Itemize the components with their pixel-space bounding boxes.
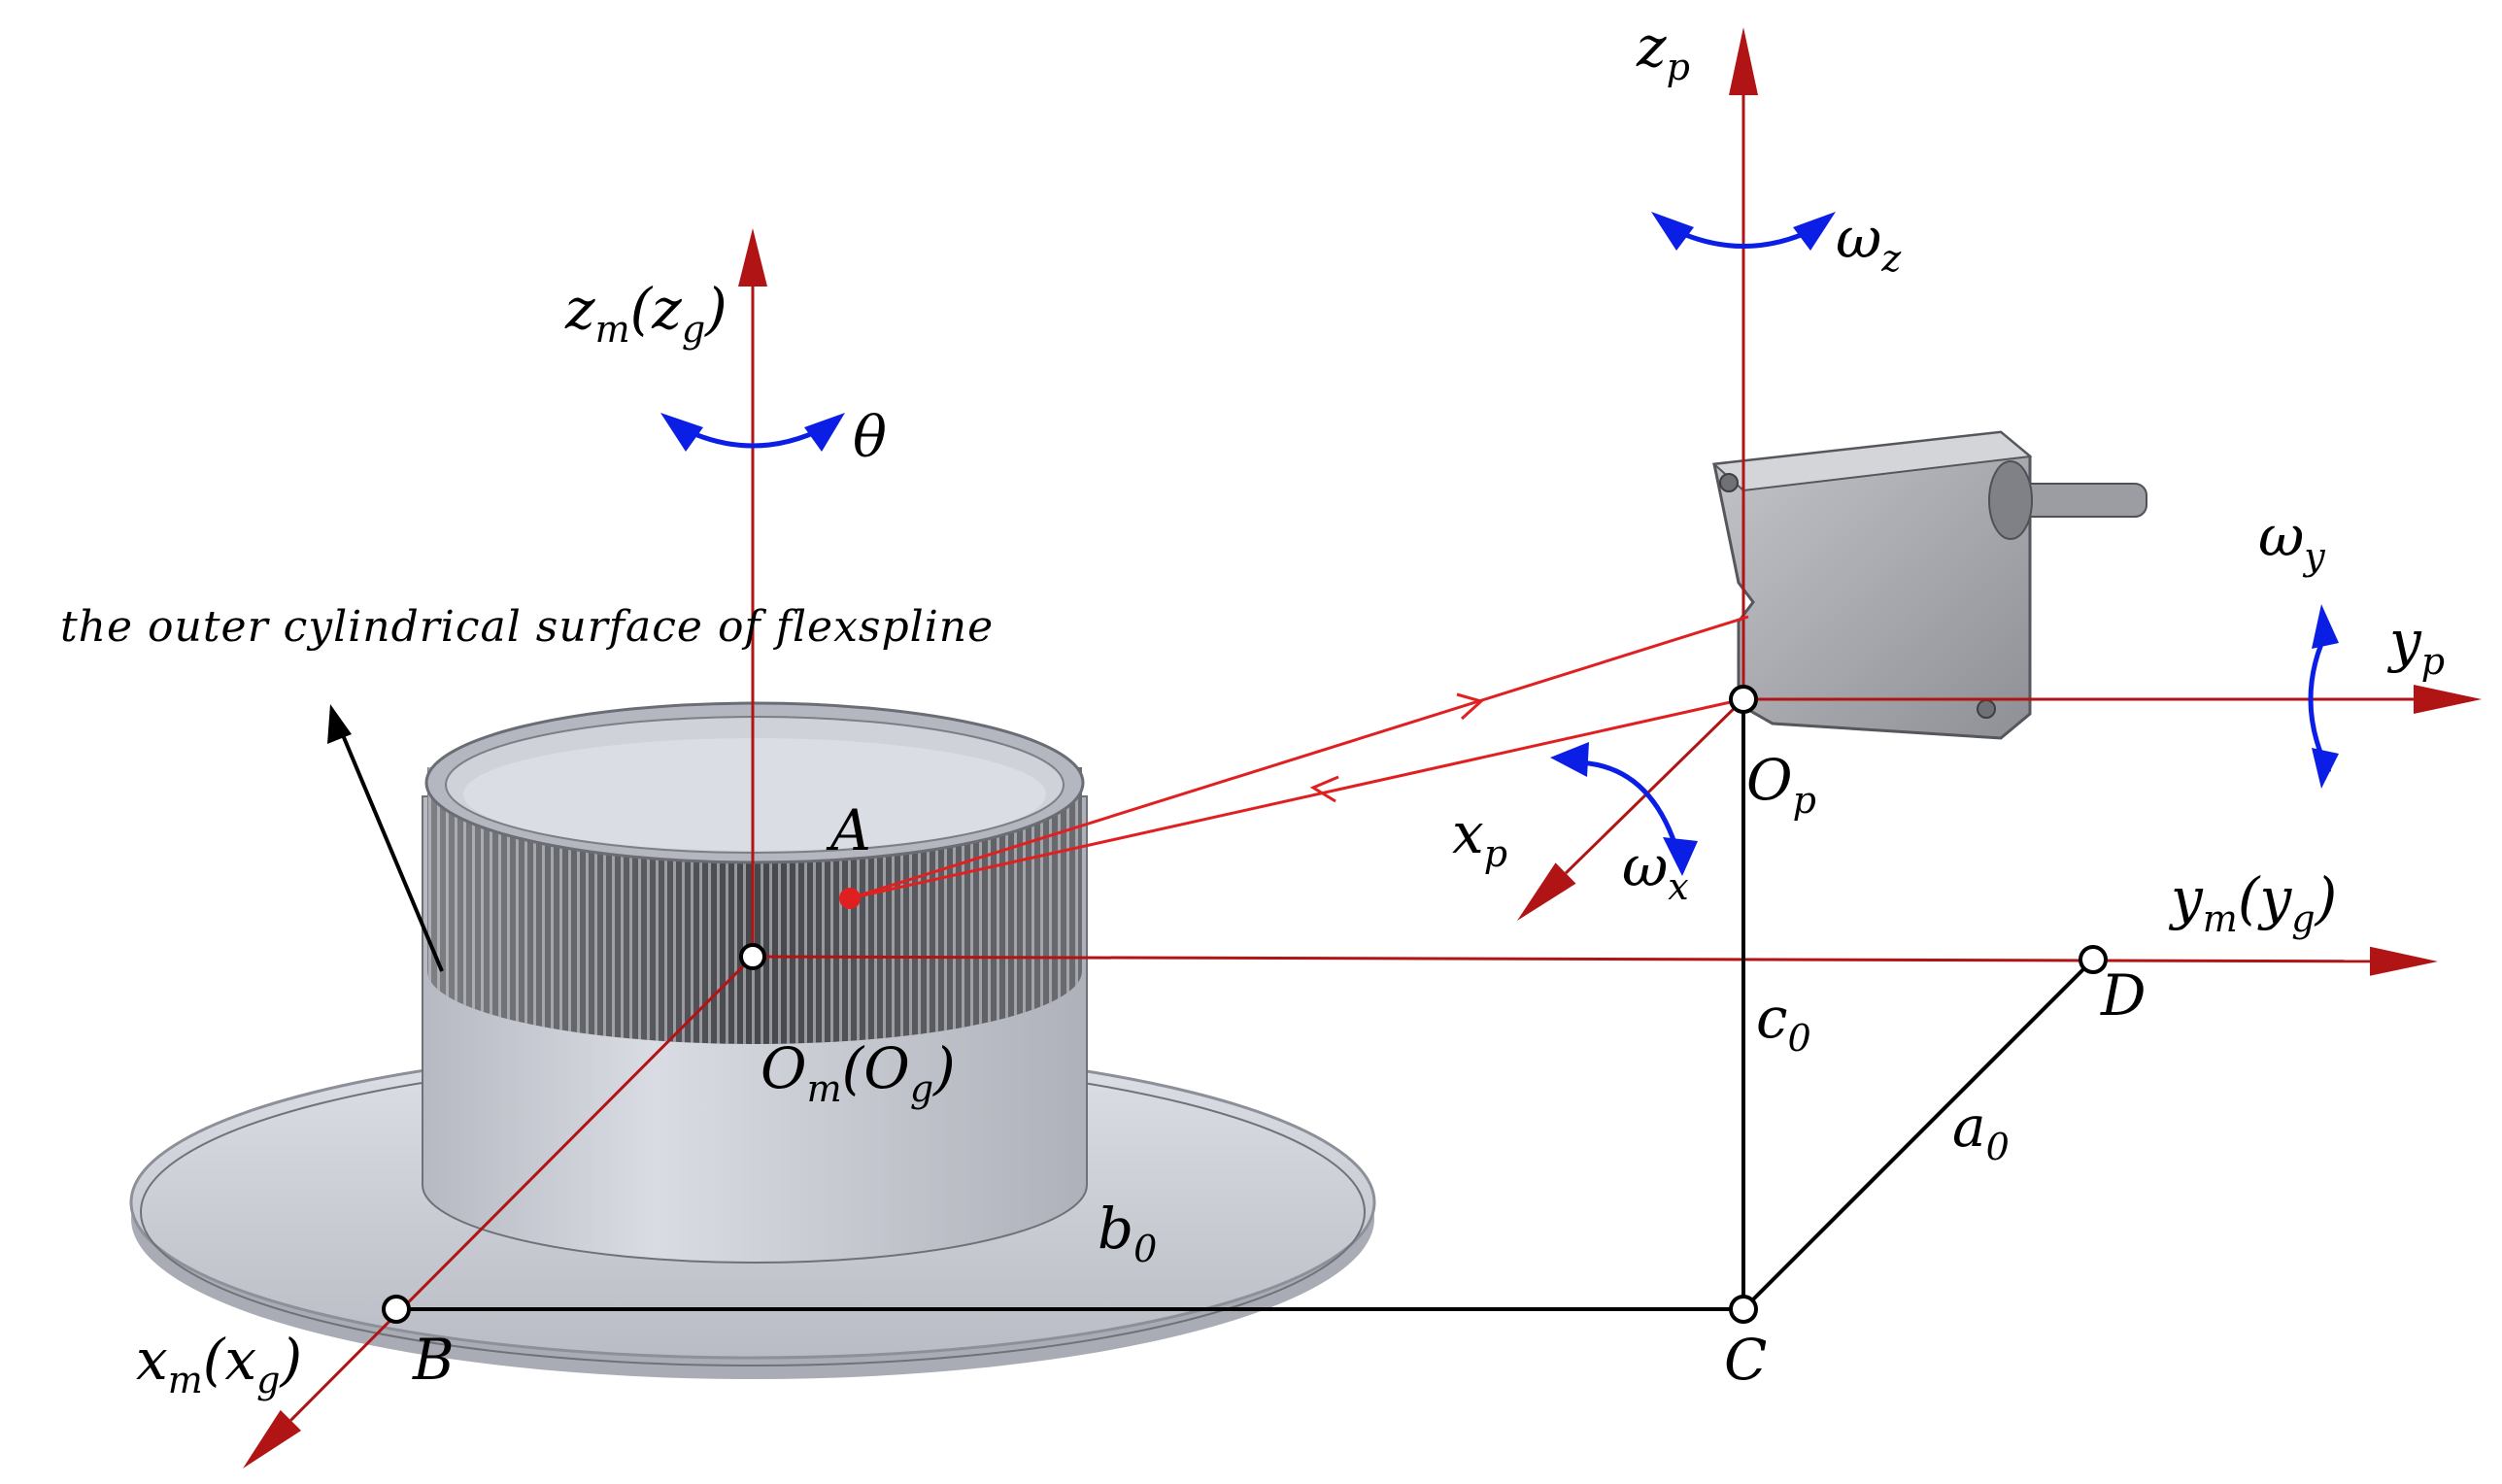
axis-xm-head [243, 1409, 302, 1468]
label-xm-xg: xm(xg) [136, 1327, 302, 1401]
axis-xm [243, 955, 755, 1468]
axis-xm-shaft [289, 955, 755, 1422]
rotation-theta-head-2 [804, 413, 845, 452]
dimension-layer [382, 685, 2108, 1324]
annotation-group: the outer cylindrical surface of flexspl… [60, 602, 994, 972]
rotation-omega-x [1550, 742, 1698, 876]
annotation-text: the outer cylindrical surface of flexspl… [60, 602, 994, 652]
rotation-omega-y [2308, 604, 2339, 789]
label-dim-a0: a0 [1952, 1094, 2010, 1168]
laser-beam-emitted [849, 615, 1749, 900]
rotation-omega-x-arc [1572, 759, 1681, 856]
laser-beam-reflected [849, 697, 1744, 900]
label-omega-y: ωy [2258, 503, 2325, 578]
axis-zm-head [738, 228, 767, 287]
sensor-screw-bottom [1977, 699, 1996, 719]
label-dim-c0: c0 [1756, 985, 1811, 1060]
rotation-omega-z [1651, 212, 1836, 251]
laser-sensor [1711, 430, 2147, 740]
label-point-b: B [412, 1327, 455, 1393]
dimension-a0-line [1741, 958, 2095, 1311]
rotation-omega-z-head-2 [1793, 212, 1836, 251]
cylinder-inner-floor [463, 738, 1046, 851]
label-ym-yg: ym(yg) [2168, 865, 2337, 940]
label-dim-b0: b0 [1098, 1196, 1157, 1270]
label-xp: xp [1452, 800, 1507, 875]
label-omega-x: ωx [1622, 833, 1689, 908]
point-c-marker [1729, 1295, 1758, 1324]
axis-zp-head [1729, 27, 1758, 95]
axis-ym-head [2369, 946, 2438, 976]
axis-xp [1517, 697, 1745, 921]
label-op: Op [1746, 747, 1816, 822]
flexspline-part [129, 701, 1376, 1379]
rotation-omega-y-head-2 [2312, 748, 2339, 789]
origin-op-marker [1729, 685, 1758, 714]
rotation-layer [660, 212, 2339, 876]
rotation-omega-z-head-1 [1651, 212, 1694, 251]
axis-zm [738, 228, 767, 957]
point-b-marker [382, 1295, 411, 1324]
point-a-marker [839, 888, 861, 909]
label-zm-zg: zm(zg) [564, 276, 727, 351]
sensor-connector-nut [1988, 460, 2033, 540]
axis-zp [1729, 27, 1758, 699]
rotation-omega-y-head-1 [2312, 604, 2339, 649]
label-yp: yp [2386, 608, 2445, 683]
rotation-theta-head-1 [660, 413, 703, 452]
axis-yp [1743, 685, 2482, 714]
point-d-marker [2079, 945, 2108, 974]
label-point-a: A [826, 797, 871, 863]
rotation-omega-x-head-1 [1550, 742, 1589, 777]
label-theta: θ [853, 404, 887, 470]
beam-chevron-in [1456, 692, 1485, 721]
label-point-d: D [2100, 962, 2147, 1029]
annotation-arrowhead [327, 704, 352, 744]
origin-om-marker [739, 943, 766, 970]
axis-yp-head [2414, 685, 2482, 714]
label-om-og: Om(Og) [761, 1035, 956, 1110]
rotation-omega-x-head-2 [1663, 837, 1698, 876]
label-omega-z: ωz [1836, 205, 1902, 280]
sensor-screw-top [1719, 473, 1739, 492]
axis-xp-head [1517, 862, 1576, 921]
label-point-c: C [1724, 1327, 1767, 1393]
axis-xp-shaft [1564, 697, 1745, 875]
label-zp: zp [1636, 14, 1690, 88]
rotation-theta [660, 413, 845, 452]
annotation-leader-line [336, 723, 444, 972]
beam-chevron-out [1309, 775, 1339, 803]
